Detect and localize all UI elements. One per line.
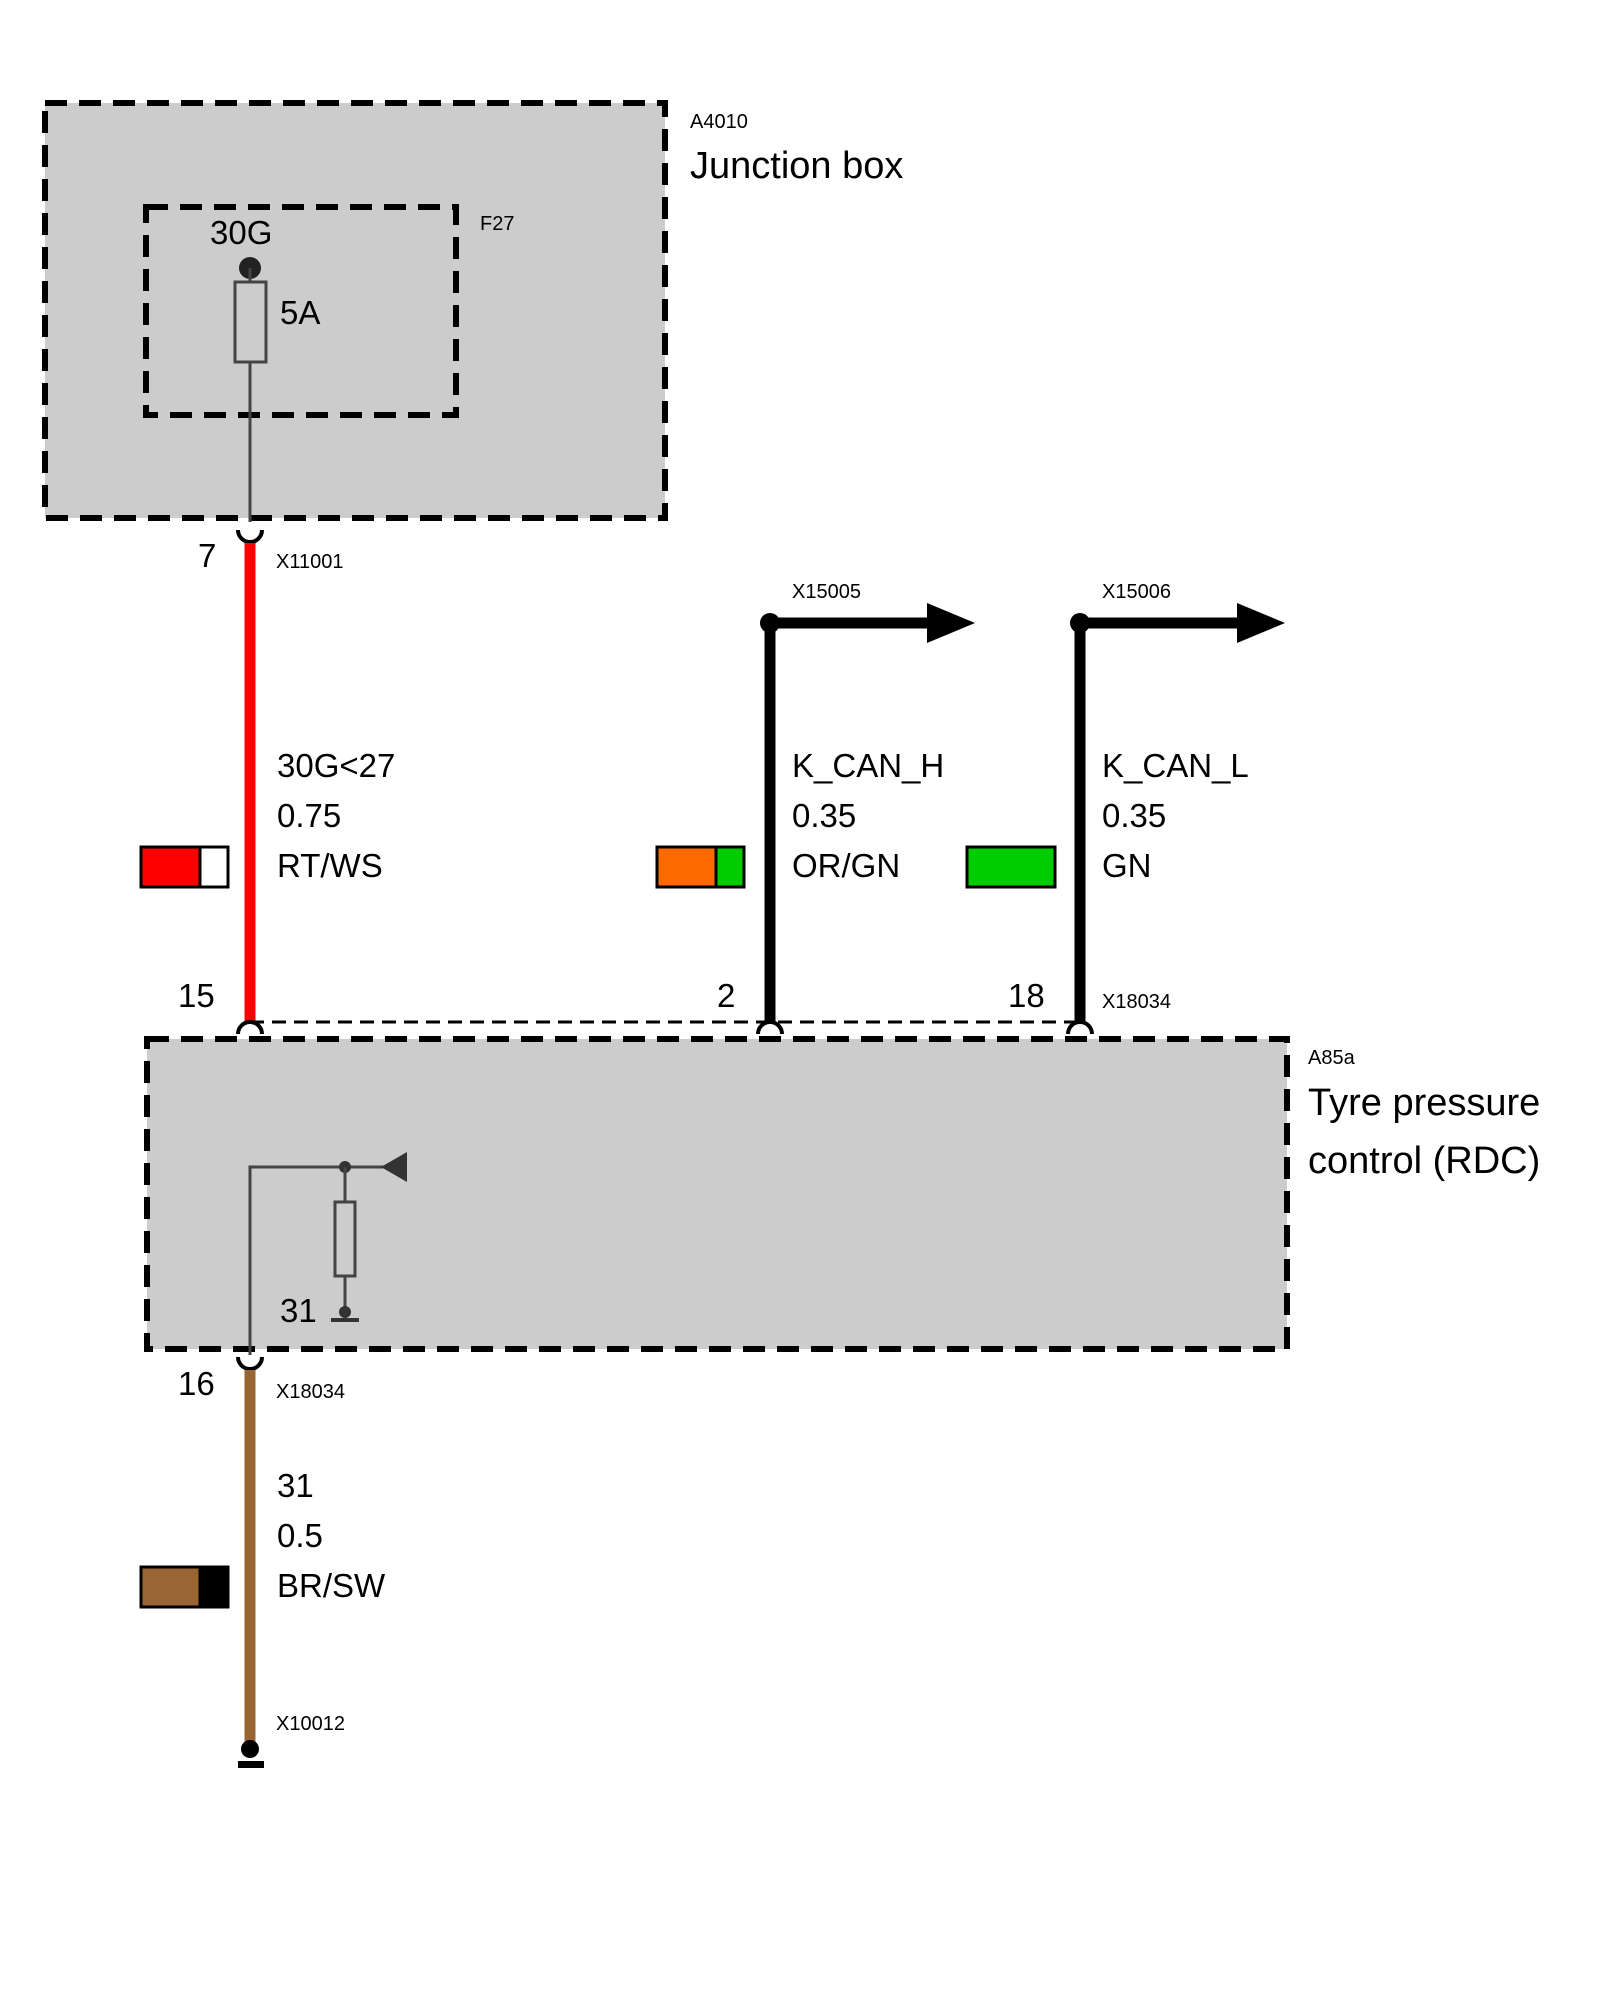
can-high-connector: X15005 bbox=[792, 581, 861, 603]
pin-2-arc bbox=[756, 1020, 784, 1035]
rdc-module-name-line1: Tyre pressure bbox=[1308, 1082, 1540, 1124]
can-low-color-swatch bbox=[965, 845, 1057, 889]
ground-from-connector: X18034 bbox=[276, 1381, 345, 1403]
ground-to-connector: X10012 bbox=[276, 1713, 345, 1735]
can-high-arrow-head bbox=[927, 603, 975, 643]
connector-x11001-arc bbox=[236, 529, 264, 544]
ground-from-pin: 16 bbox=[178, 1365, 215, 1402]
pin-15-arc bbox=[236, 1020, 264, 1035]
power-gauge: 0.75 bbox=[277, 797, 341, 834]
power-to-pin: 15 bbox=[178, 977, 215, 1014]
fuse-rating: 5A bbox=[280, 294, 320, 331]
ground-terminal-dot bbox=[241, 1740, 259, 1758]
power-wire: 7 X11001 30G<27 0.75 RT/WS 15 bbox=[139, 529, 395, 1022]
junction-box-name: Junction box bbox=[690, 145, 903, 187]
can-low-color-code: GN bbox=[1102, 847, 1152, 884]
ground-signal: 31 bbox=[277, 1467, 314, 1504]
ground-color-swatch bbox=[139, 1565, 230, 1609]
power-from-connector: X11001 bbox=[276, 551, 343, 573]
rdc-ground-dot bbox=[339, 1306, 351, 1318]
power-swatch-primary bbox=[139, 845, 202, 889]
can-high-gauge: 0.35 bbox=[792, 797, 856, 834]
rdc-module-name-line2: control (RDC) bbox=[1308, 1140, 1540, 1182]
fuse-terminal-label: 30G bbox=[210, 214, 272, 251]
rdc-signal-triangle bbox=[381, 1152, 407, 1182]
can-high-swatch-primary bbox=[655, 845, 718, 889]
ground-gauge: 0.5 bbox=[277, 1517, 323, 1554]
can-low-gauge: 0.35 bbox=[1102, 797, 1166, 834]
fuse-id: F27 bbox=[480, 213, 514, 235]
can-high-color-code: OR/GN bbox=[792, 847, 900, 884]
ground-swatch-primary bbox=[139, 1565, 202, 1609]
power-signal: 30G<27 bbox=[277, 747, 395, 784]
rdc-module-id: A85a bbox=[1308, 1047, 1356, 1069]
power-color-swatch bbox=[139, 845, 230, 889]
can-high-wire: X15005 K_CAN_H 0.35 OR/GN 2 bbox=[655, 581, 975, 1022]
can-low-arrow-head bbox=[1237, 603, 1285, 643]
power-color-code: RT/WS bbox=[277, 847, 383, 884]
can-high-signal: K_CAN_H bbox=[792, 747, 944, 784]
rdc-module: A85a Tyre pressure control (RDC) 31 bbox=[144, 1036, 1540, 1355]
can-high-color-swatch bbox=[655, 845, 746, 889]
can-low-to-connector: X18034 bbox=[1102, 991, 1171, 1013]
junction-box-outline bbox=[42, 100, 668, 521]
rdc-module-outline bbox=[144, 1036, 1290, 1352]
rdc-internal-circuit: 31 bbox=[248, 1152, 407, 1355]
can-high-swatch-secondary bbox=[714, 845, 746, 889]
power-from-pin: 7 bbox=[198, 537, 216, 574]
can-low-to-pin: 18 bbox=[1008, 977, 1045, 1014]
can-low-connector: X15006 bbox=[1102, 581, 1171, 603]
fuse-f27: F27 30G 5A bbox=[143, 204, 514, 522]
ground-icon bbox=[238, 1761, 264, 1768]
can-low-signal: K_CAN_L bbox=[1102, 747, 1249, 784]
junction-box-id: A4010 bbox=[690, 111, 748, 133]
ground-swatch-secondary bbox=[198, 1565, 230, 1609]
rdc-ground-label: 31 bbox=[280, 1292, 317, 1329]
can-high-to-pin: 2 bbox=[717, 977, 735, 1014]
connector-x18034-bottom-arc bbox=[236, 1356, 264, 1371]
ground-color-code: BR/SW bbox=[277, 1567, 386, 1604]
power-swatch-secondary bbox=[198, 845, 230, 889]
can-low-wire: X15006 K_CAN_L 0.35 GN 18 X18034 bbox=[965, 581, 1285, 1022]
connector-x18034-top bbox=[236, 1020, 1094, 1035]
junction-box: A4010 Junction box bbox=[42, 100, 903, 521]
fuse-holder-outline bbox=[143, 204, 459, 418]
pin-18-arc bbox=[1066, 1020, 1094, 1035]
ground-wire: 16 X18034 31 0.5 BR/SW X10012 bbox=[139, 1356, 386, 1768]
